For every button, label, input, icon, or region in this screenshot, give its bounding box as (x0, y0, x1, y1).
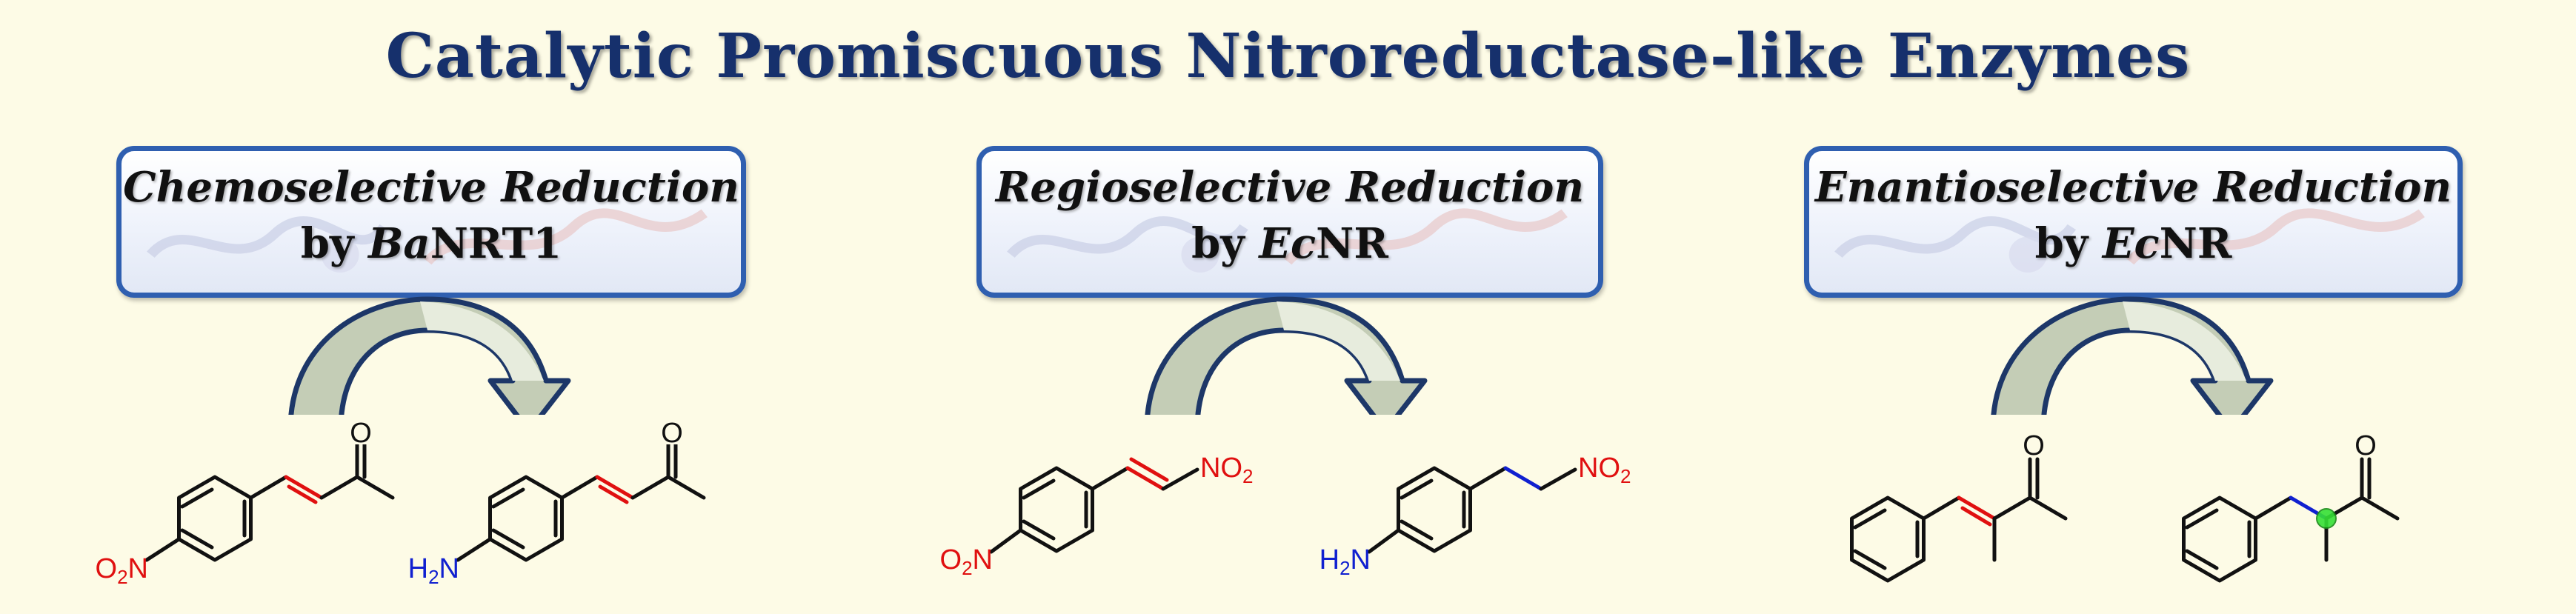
enzyme-rest: NR (2159, 219, 2232, 268)
by-text: by (300, 219, 369, 268)
panel-enzyme: by EcNR (982, 219, 1598, 268)
enzyme-italic: Ec (2102, 219, 2160, 268)
product-molecule-1 (456, 439, 706, 562)
carbonyl-oxygen-label: O (661, 418, 683, 449)
product-molecule-3 (2182, 457, 2400, 583)
enzyme-rest: NRT1 (430, 219, 562, 268)
panel-enzyme: by EcNR (1809, 219, 2457, 268)
panel-enzyme: by BaNRT1 (122, 219, 741, 268)
carbonyl-oxygen-label: O (2354, 430, 2377, 461)
substrate-molecule-1 (144, 439, 395, 562)
enzyme-structure-watermark (147, 208, 708, 273)
panel-chemoselective-label: Chemoselective Reduction by BaNRT1 (116, 146, 746, 298)
substrate-molecule-2 (989, 457, 1199, 554)
stereocenter-marker (2316, 508, 2337, 529)
enzyme-rest: NR (1316, 219, 1388, 268)
enzyme-structure-watermark (1007, 208, 1568, 273)
enzyme-italic: Ec (1259, 219, 1317, 268)
enzyme-italic: Ba (368, 219, 430, 268)
page-title: Catalytic Promiscuous Nitroreductase-lik… (385, 21, 2191, 92)
panel-heading: Chemoselective Reduction (123, 163, 739, 212)
product-molecule-2 (1367, 466, 1577, 554)
carbonyl-oxygen-label: O (350, 418, 372, 449)
by-text: by (1191, 219, 1259, 268)
by-text: by (2034, 219, 2103, 268)
panel-heading: Regioselective Reduction (995, 163, 1585, 212)
substrate-molecule-3 (1850, 457, 2068, 583)
panel-enantioselective-label: Enantioselective Reduction by EcNR (1804, 146, 2463, 298)
enzyme-structure-watermark (1834, 208, 2425, 273)
panel-heading: Enantioselective Reduction (1814, 163, 2452, 212)
panel-regioselective-label: Regioselective Reduction by EcNR (976, 146, 1603, 298)
carbonyl-oxygen-label: O (2023, 430, 2045, 461)
